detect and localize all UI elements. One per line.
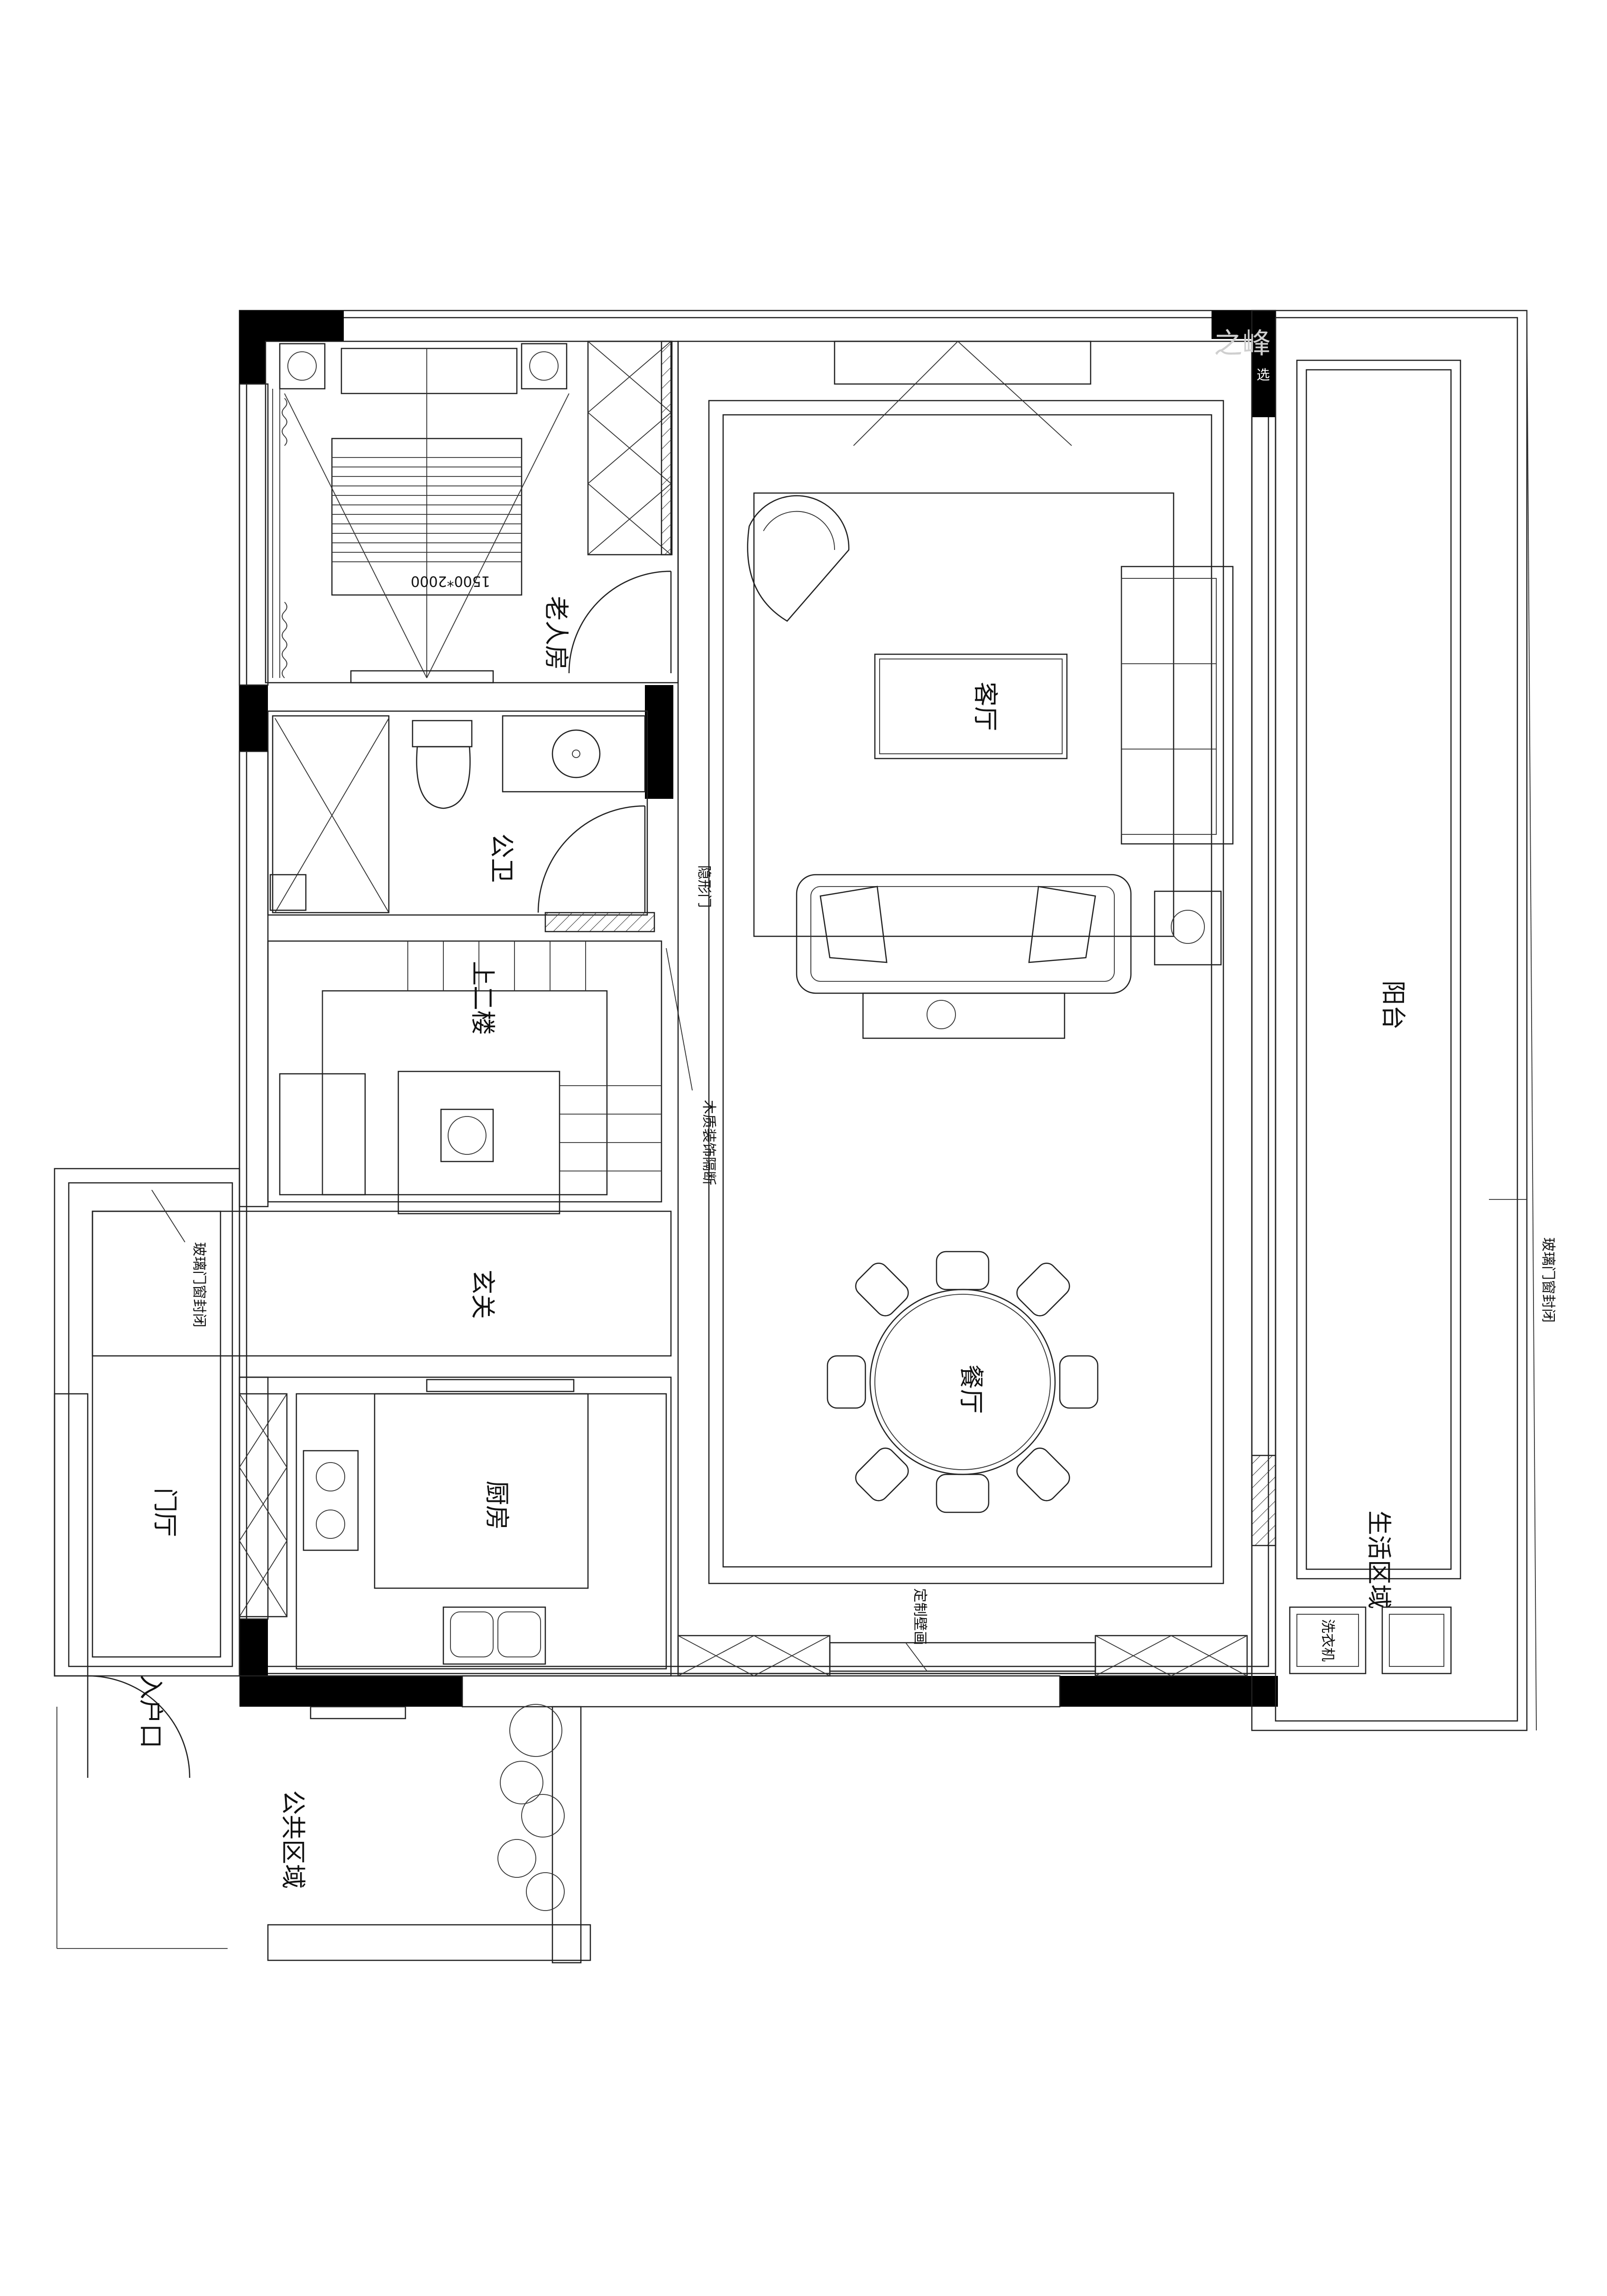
loveseat bbox=[796, 874, 1132, 994]
nightstand bbox=[521, 343, 568, 390]
stove bbox=[303, 1450, 359, 1551]
entrance-area: 入户口 公共区域 bbox=[56, 1674, 591, 1964]
stairs-up-label: 上二楼 bbox=[468, 961, 496, 1035]
custom-cabinet-label: 定制壁画 bbox=[911, 1588, 928, 1645]
staircase: 上二楼 木质装饰隔断 bbox=[267, 940, 717, 1215]
room-label-elder: 老人房 bbox=[542, 596, 570, 670]
bed-size-label: 1500*2000 bbox=[411, 573, 490, 589]
garden-plants bbox=[497, 1704, 565, 1911]
room-label-balcony: 阳台 bbox=[1378, 980, 1407, 1030]
outer-walls bbox=[239, 310, 1278, 1708]
room-label-entrance: 入户口 bbox=[136, 1674, 165, 1748]
room-label-utility: 生活区域 bbox=[1364, 1510, 1393, 1609]
bottom-cabinet bbox=[677, 1635, 831, 1677]
room-label-kitchen: 厨房 bbox=[482, 1481, 511, 1530]
bed bbox=[284, 348, 569, 678]
column bbox=[239, 685, 268, 751]
washer-label: 洗衣机 bbox=[1319, 1619, 1336, 1662]
watermark: 之峰 选 bbox=[1214, 327, 1271, 383]
room-label-dining: 餐厅 bbox=[956, 1364, 985, 1414]
dining-table bbox=[826, 1251, 1099, 1513]
side-table bbox=[1154, 890, 1222, 966]
shoe-cabinet bbox=[279, 1073, 366, 1196]
column bbox=[1252, 311, 1276, 417]
armchair bbox=[747, 495, 850, 622]
hidden-door-label: 隐形门 bbox=[696, 865, 712, 908]
coffee-table bbox=[874, 653, 1068, 759]
nightstand bbox=[279, 343, 326, 390]
column bbox=[239, 1676, 462, 1707]
room-label-wc: 公卫 bbox=[487, 833, 515, 883]
column bbox=[1060, 1676, 1278, 1707]
foyer: 玄关 门厅 玻璃门窗封闭 bbox=[54, 1168, 672, 1677]
kitchen: 厨房 bbox=[239, 1376, 672, 1720]
column bbox=[239, 311, 266, 384]
pantry-cabinet bbox=[239, 1393, 288, 1618]
washer bbox=[1289, 1606, 1367, 1674]
tv-cabinet bbox=[834, 340, 1092, 385]
bottom-cabinet bbox=[1094, 1635, 1248, 1677]
plant-box bbox=[862, 992, 1065, 1039]
rug bbox=[753, 492, 1175, 937]
glass-door-left-label: 玻璃门窗封闭 bbox=[191, 1242, 207, 1327]
toilet bbox=[412, 720, 473, 809]
room-label-entrance-hall: 门厅 bbox=[150, 1488, 179, 1537]
sofa bbox=[1120, 566, 1234, 845]
kitchen-sink bbox=[442, 1606, 546, 1665]
sink bbox=[502, 715, 646, 793]
room-label-public-area: 公共区域 bbox=[278, 1790, 307, 1889]
balcony: 阳台 玻璃门窗封闭 生活区域 洗衣机 bbox=[1251, 310, 1556, 1731]
room-label-foyer: 玄关 bbox=[468, 1270, 496, 1319]
elder-room: 1500*2000 老人房 bbox=[265, 340, 679, 684]
room-label-living: 客厅 bbox=[971, 682, 999, 731]
watermark-small: 选 bbox=[1257, 367, 1270, 383]
shower bbox=[272, 715, 390, 914]
watermark-text: 之峰 bbox=[1214, 327, 1271, 360]
living-dining: 客厅 餐厅 定制壁画 bbox=[677, 340, 1253, 1677]
glass-door-right-label: 玻璃门窗封闭 bbox=[1540, 1237, 1556, 1323]
utility-sink bbox=[1381, 1606, 1452, 1674]
plant bbox=[440, 1108, 494, 1162]
column bbox=[645, 685, 673, 799]
